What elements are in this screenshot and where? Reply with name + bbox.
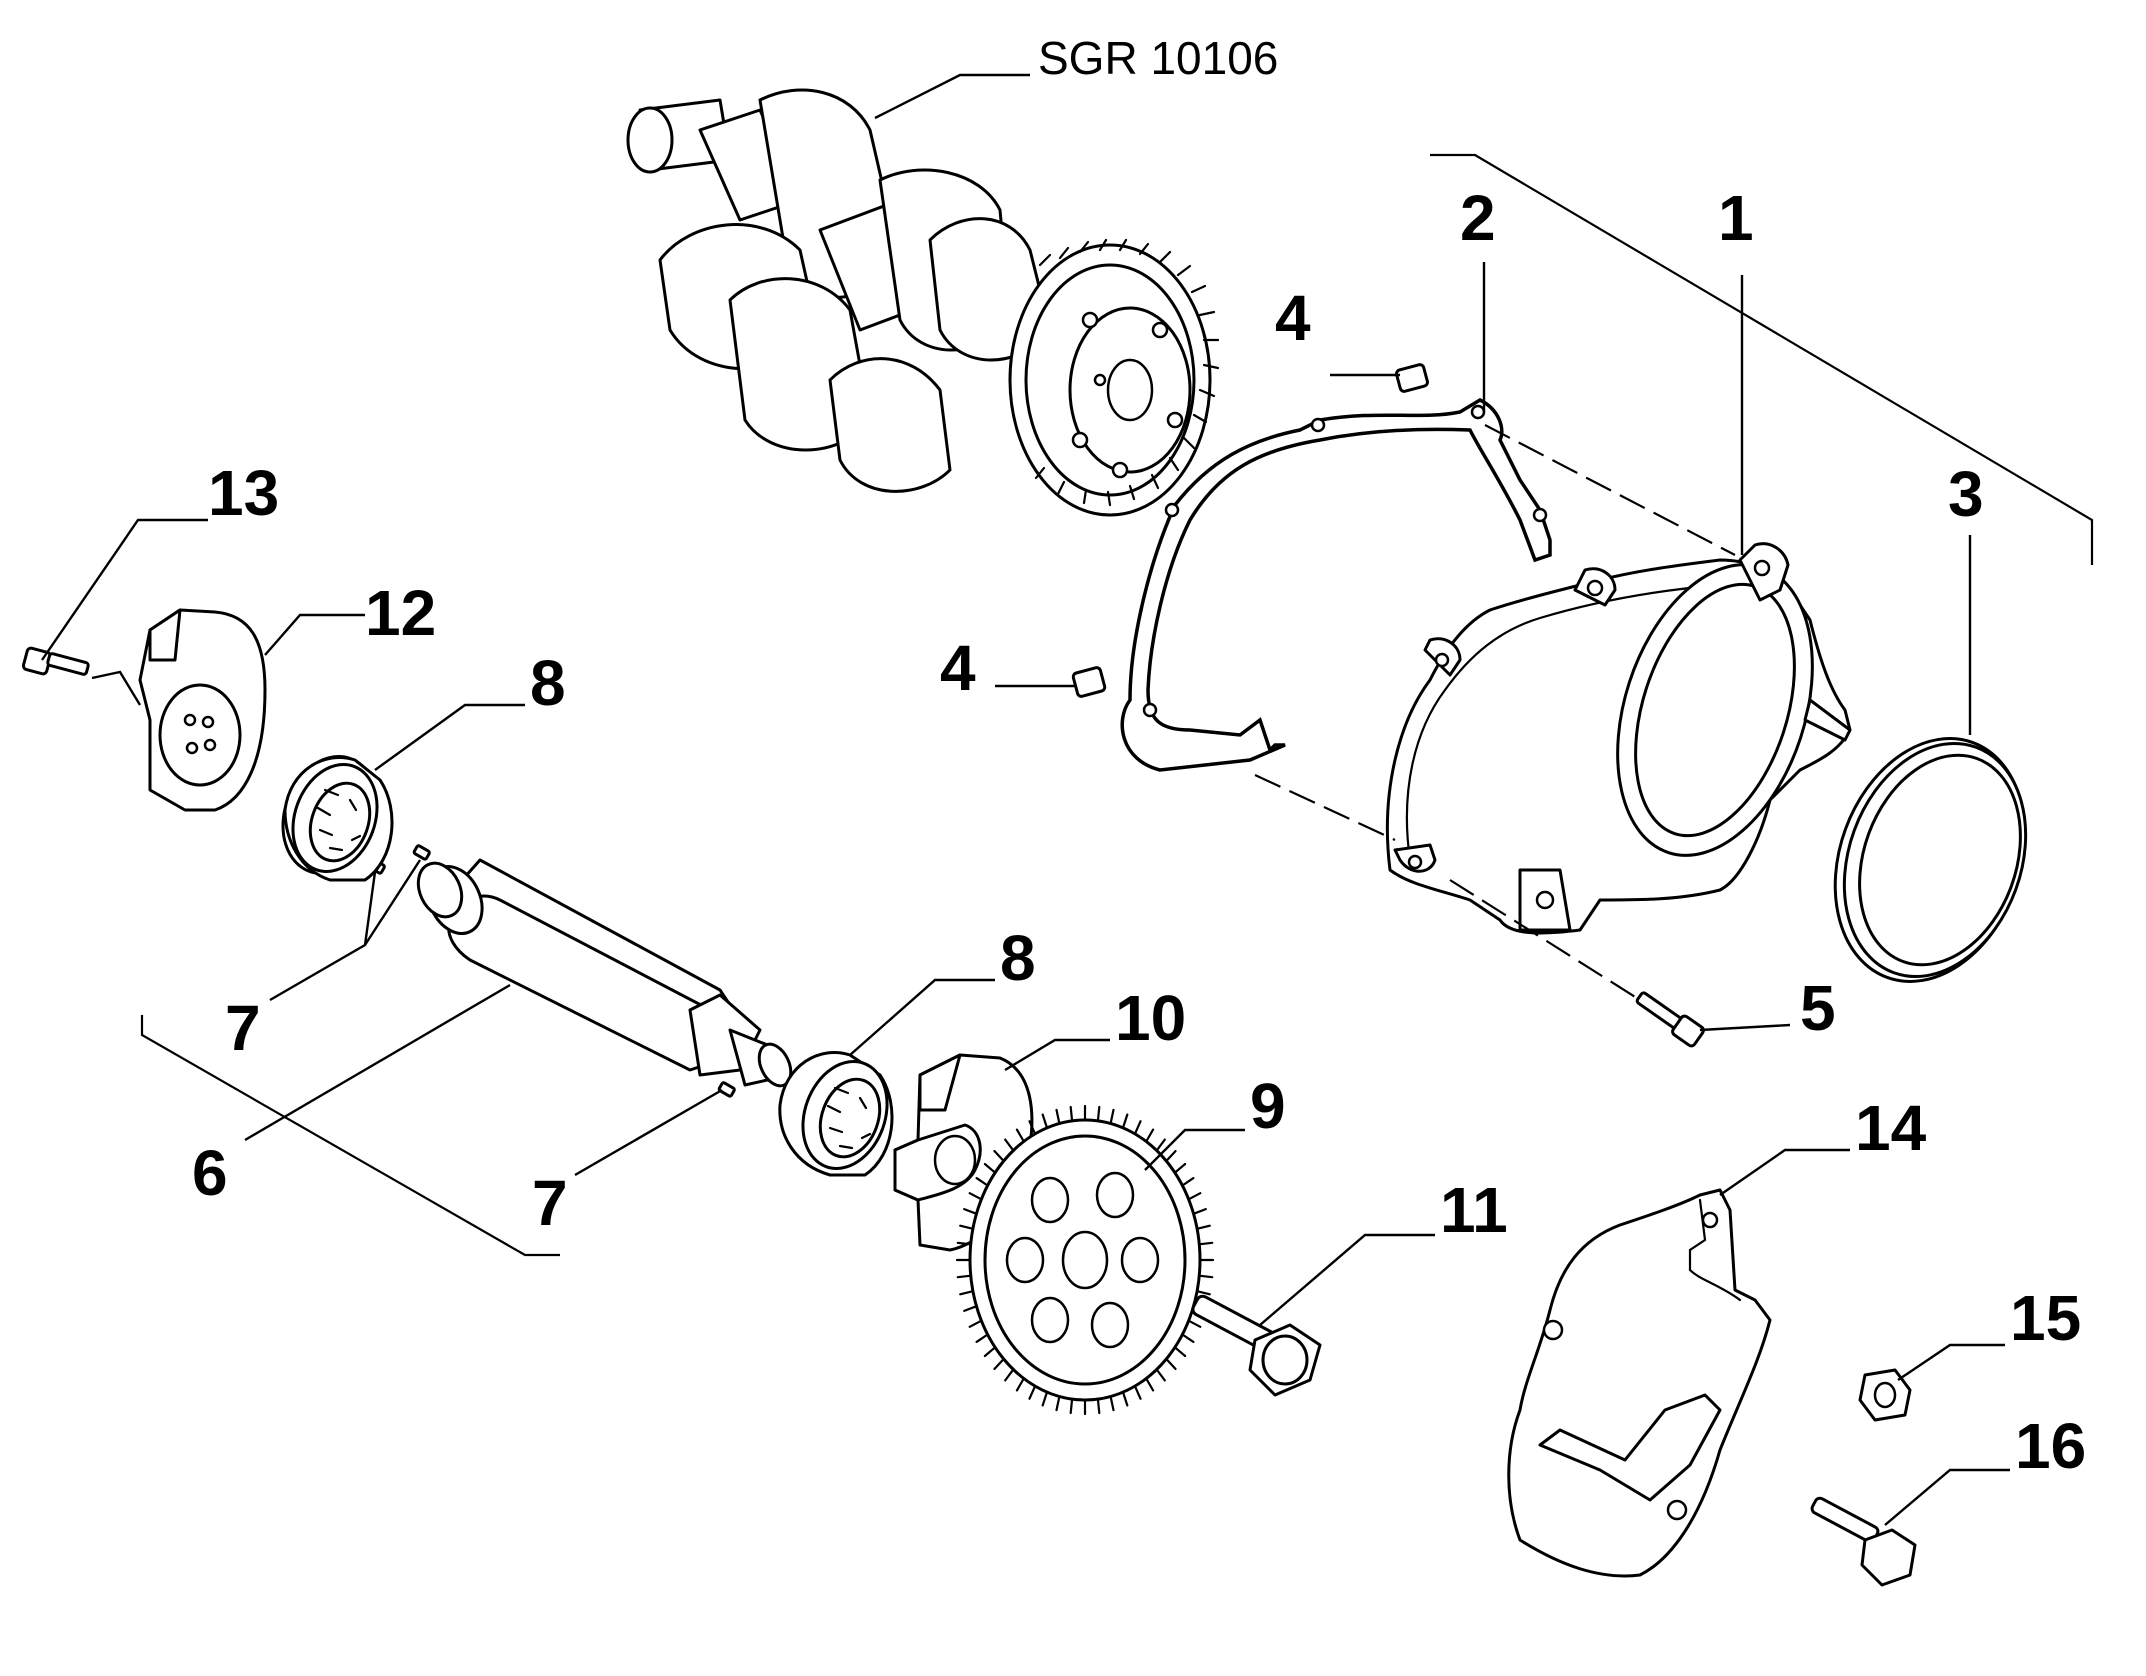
callout-9: 9 [1250, 1070, 1286, 1142]
leader-10 [1004, 1038, 1110, 1072]
assembly-line-bottom [1254, 774, 1396, 841]
leader-7a [269, 871, 377, 1002]
leader-5 [1699, 1023, 1791, 1032]
timing-cover [1385, 542, 1852, 935]
dowel-pin-upper [1395, 363, 1429, 393]
roller-bearing-upper [281, 755, 394, 882]
callout-1: 1 [1718, 182, 1754, 254]
callout-14: 14 [1855, 1092, 1927, 1164]
leader-15 [1897, 1343, 2005, 1381]
leader-reference [874, 73, 1030, 120]
leader-6 [244, 983, 511, 1142]
gasket [1120, 398, 1552, 772]
leader-8b [849, 978, 995, 1056]
callout-6: 6 [192, 1137, 228, 1209]
callout-7-upper: 7 [225, 992, 261, 1064]
lower-cover [1507, 1188, 1772, 1578]
callout-7-lower: 7 [532, 1167, 568, 1239]
callout-4-lower: 4 [940, 632, 976, 704]
callout-10: 10 [1115, 982, 1186, 1054]
counterweight-upper [138, 608, 267, 812]
leader-13-to-part [91, 670, 142, 706]
leader-12 [264, 613, 365, 656]
bracket-shaft-group [140, 1015, 560, 1257]
cover-bolt [1810, 1496, 1917, 1587]
callout-16: 16 [2015, 1410, 2086, 1482]
oil-seal-ring [1833, 737, 2028, 983]
callout-8-lower: 8 [1000, 922, 1036, 994]
balance-gear [955, 1104, 1215, 1416]
reference-code: SGR 10106 [1038, 32, 1278, 84]
callout-15: 15 [2010, 1282, 2081, 1354]
callout-3: 3 [1948, 458, 1984, 530]
gear-bolt [1191, 1294, 1322, 1397]
dowel-pin-lower [1071, 666, 1107, 698]
balance-shaft [416, 858, 793, 1088]
callout-8-upper: 8 [530, 647, 566, 719]
assembly-line-top [1484, 424, 1736, 556]
callout-12: 12 [365, 577, 436, 649]
pin-lower [717, 1081, 736, 1098]
bracket-cover-group [1430, 153, 2094, 565]
crankshaft [626, 88, 1220, 517]
callout-2: 2 [1460, 182, 1496, 254]
leader-13 [41, 518, 208, 661]
leader-7a-b [363, 859, 422, 946]
leader-8a [374, 703, 525, 771]
leader-16 [1884, 1468, 2010, 1526]
hex-nut [1858, 1368, 1912, 1422]
callout-11: 11 [1440, 1174, 1508, 1246]
roller-bearing-lower [778, 1050, 894, 1177]
callout-5: 5 [1800, 972, 1836, 1044]
leader-14 [1719, 1148, 1850, 1196]
callout-4-upper: 4 [1275, 282, 1311, 354]
cover-screw [1635, 991, 1705, 1048]
leader-9 [1144, 1128, 1245, 1171]
leader-7b [574, 1088, 723, 1177]
leader-11 [1259, 1233, 1435, 1326]
counterweight-screw [21, 646, 90, 676]
callout-13: 13 [208, 457, 279, 529]
